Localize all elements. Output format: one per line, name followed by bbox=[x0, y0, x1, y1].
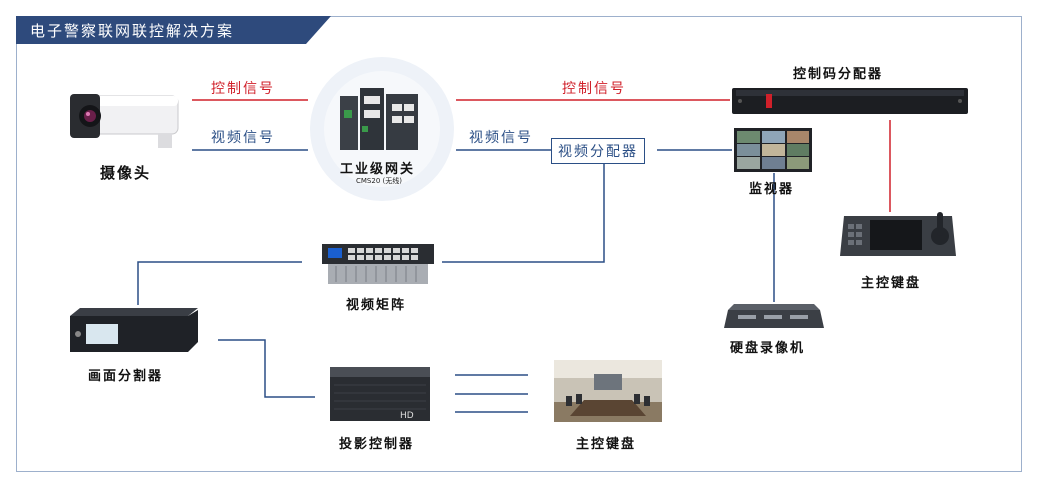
video-line-splitter bbox=[137, 261, 302, 305]
projection-controller-label: 投影控制器 bbox=[339, 437, 415, 452]
screen-splitter-label: 画面分割器 bbox=[88, 369, 164, 384]
projection-controller-icon: HD bbox=[330, 367, 430, 425]
video-matrix-icon bbox=[322, 244, 434, 290]
control-code-distributor-label: 控制码分配器 bbox=[793, 67, 884, 82]
video-matrix-label: 视频矩阵 bbox=[346, 298, 407, 313]
hdd-recorder-label: 硬盘录像机 bbox=[730, 341, 806, 356]
title-tab-background bbox=[16, 16, 331, 44]
page-title: 电子警察联网联控解决方案 bbox=[30, 22, 235, 40]
hdd-recorder-icon bbox=[724, 302, 824, 336]
gateway-label: 工业级网关 bbox=[340, 162, 416, 177]
screen-splitter-icon bbox=[68, 306, 200, 360]
control-signal-label-left: 控制信号 bbox=[211, 81, 275, 97]
camera-label: 摄像头 bbox=[100, 164, 152, 182]
monitor-icon bbox=[734, 128, 812, 176]
video-signal-label-right: 视频信号 bbox=[469, 130, 533, 146]
gateway-model: CMS20 (无线) bbox=[356, 177, 402, 185]
video-signal-label-left: 视频信号 bbox=[211, 130, 275, 146]
main-keyboard-label-top: 主控键盘 bbox=[861, 276, 922, 291]
title-tab: 电子警察联网联控解决方案 bbox=[16, 16, 331, 44]
svg-text:HD: HD bbox=[400, 411, 414, 421]
control-signal-label-right: 控制信号 bbox=[562, 81, 626, 97]
gateway-icon bbox=[338, 86, 424, 158]
video-line-matrix bbox=[442, 164, 605, 263]
video-distributor-box: 视频分配器 bbox=[551, 138, 645, 164]
camera-icon bbox=[62, 90, 182, 156]
monitor-label: 监视器 bbox=[749, 182, 795, 197]
control-code-distributor-icon bbox=[732, 84, 970, 124]
diagram-frame bbox=[16, 16, 1022, 472]
main-keyboard-label-bottom: 主控键盘 bbox=[576, 437, 637, 452]
main-keyboard-icon-top bbox=[838, 212, 958, 266]
conference-room-image bbox=[554, 360, 662, 426]
video-line-projector bbox=[218, 339, 315, 398]
